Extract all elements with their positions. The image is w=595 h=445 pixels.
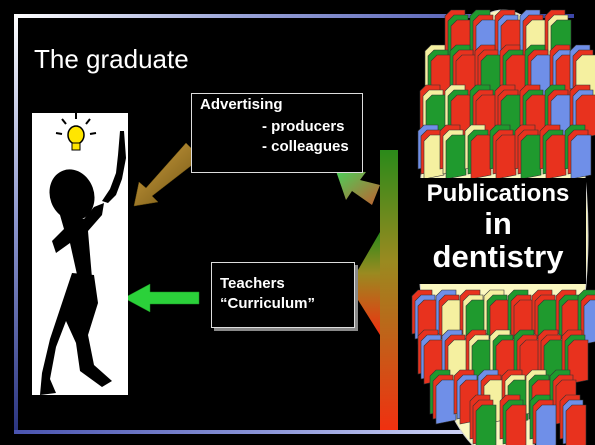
advertising-box: Advertising - producers - colleagues <box>191 93 363 173</box>
book-icon <box>475 404 497 445</box>
advertising-heading: Advertising <box>200 96 283 113</box>
graduate-figure-icon <box>40 113 126 395</box>
frame-bottom-bar <box>14 430 514 434</box>
publications-line-1: Publications <box>426 180 570 207</box>
publications-to-advertising-arrow <box>336 171 380 205</box>
book-icon <box>505 404 527 445</box>
advertising-line-colleagues: - colleagues <box>262 138 349 155</box>
teachers-line-teachers: Teachers <box>220 275 285 292</box>
books-cluster <box>411 9 595 445</box>
book-icon <box>470 134 492 180</box>
frame-left-bar <box>14 14 18 434</box>
publications-label: Publications in dentistry <box>410 178 586 284</box>
teachers-line-curriculum: “Curriculum” <box>220 295 316 312</box>
publications-line-2: in <box>484 206 512 241</box>
book-icon <box>570 134 592 180</box>
teachers-arrow <box>123 283 200 313</box>
book-icon <box>495 134 517 180</box>
book-icon <box>565 404 587 445</box>
graduate-panel <box>32 113 128 395</box>
book-icon <box>535 404 557 445</box>
advertising-line-producers: - producers <box>262 118 345 135</box>
publications-line-3: dentistry <box>432 239 564 274</box>
book-icon <box>520 134 542 180</box>
slide-title: The graduate <box>34 44 189 74</box>
pillar-left-notch <box>358 232 380 335</box>
book-icon <box>545 134 567 180</box>
stick-figure <box>40 131 126 395</box>
book-icon <box>445 134 467 180</box>
frame-top-bar <box>14 14 574 18</box>
book-icon <box>435 379 457 425</box>
teachers-box: Teachers “Curriculum” <box>211 262 355 328</box>
pillar-shape <box>380 150 398 430</box>
book-icon <box>583 299 595 345</box>
lightbulb-icon <box>55 113 97 151</box>
